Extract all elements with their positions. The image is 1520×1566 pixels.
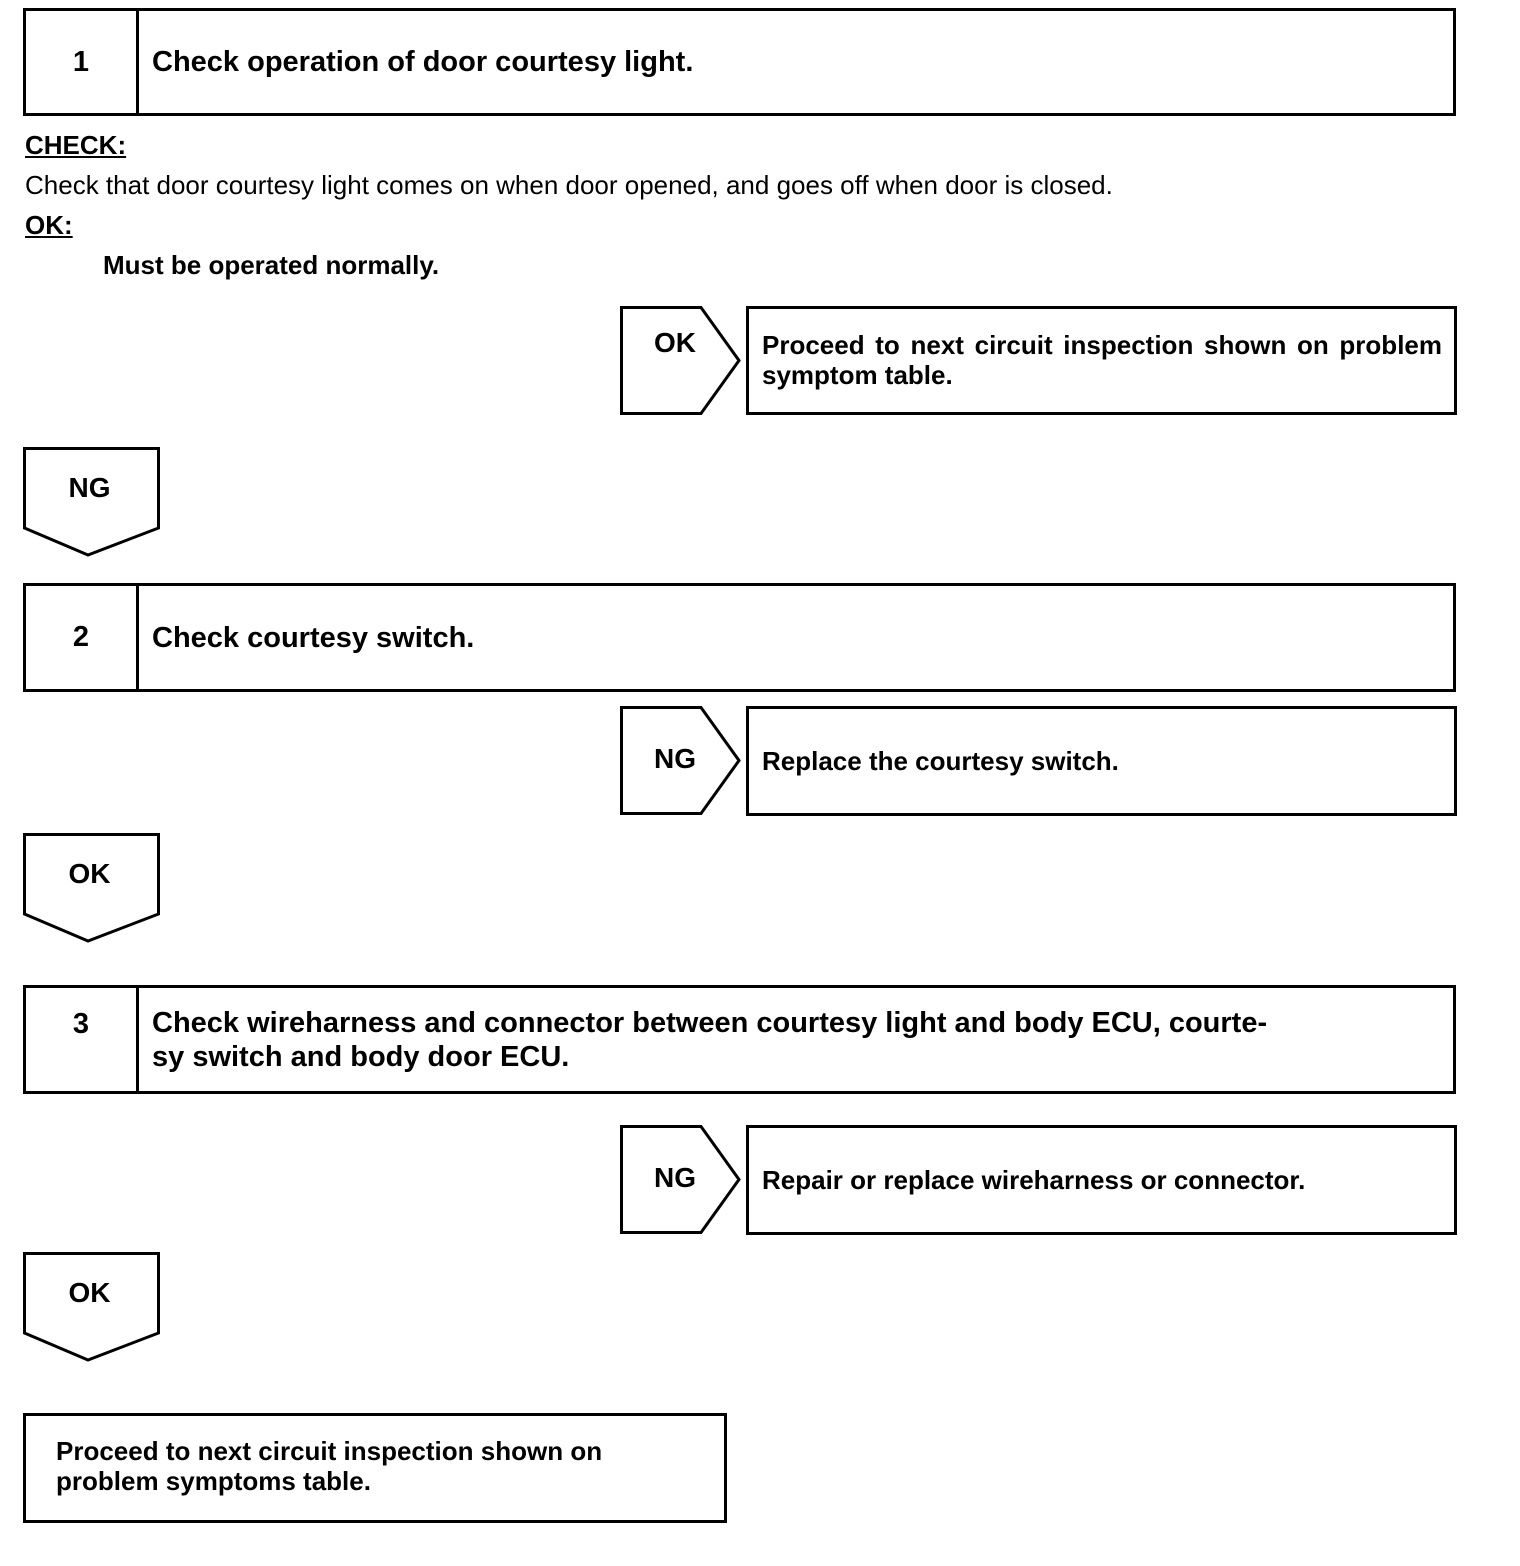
branch-label-1: OK [654,327,696,358]
step-3-box: 3 Check wireharness and connector betwee… [23,985,1456,1094]
step-1-box: 1 Check operation of door courtesy light… [23,8,1456,116]
down-arrow-3 [23,1252,160,1362]
branch-arrow-right-3 [620,1125,741,1234]
down-arrow-label-1: NG [68,472,111,503]
down-arrow-label-2: OK [68,858,111,889]
branch-result-box-3: Repair or replace wireharness or connect… [746,1125,1457,1235]
check-label: CHECK: [25,130,127,160]
branch-label-3: NG [654,1162,696,1193]
check-text: Check that door courtesy light comes on … [25,170,1113,200]
step-1-title: Check operation of door courtesy light. [152,46,694,78]
step-3-title: Check wireharness and connector between … [152,1007,1268,1073]
down-arrow-2 [23,833,160,943]
branch-result-box-2: Replace the courtesy switch. [746,706,1457,816]
step-2-title: Check courtesy switch. [152,621,475,654]
branch-arrow-right-2 [620,706,741,815]
step-2-number: 2 [26,586,139,689]
step-2-box: 2 Check courtesy switch. [23,583,1456,692]
ok-text: Must be operated normally. [103,250,440,280]
branch-result-box-1: Proceed to next circuit inspection shown… [746,306,1457,415]
branch-arrow-right-1 [620,306,741,415]
ok-label: OK: [25,210,73,240]
down-arrow-label-3: OK [68,1277,111,1308]
step-1-number: 1 [26,11,139,113]
branch-label-2: NG [654,743,696,774]
step-3-number: 3 [26,988,139,1091]
final-result-box: Proceed to next circuit inspection shown… [23,1413,727,1523]
down-arrow-1 [23,447,160,557]
